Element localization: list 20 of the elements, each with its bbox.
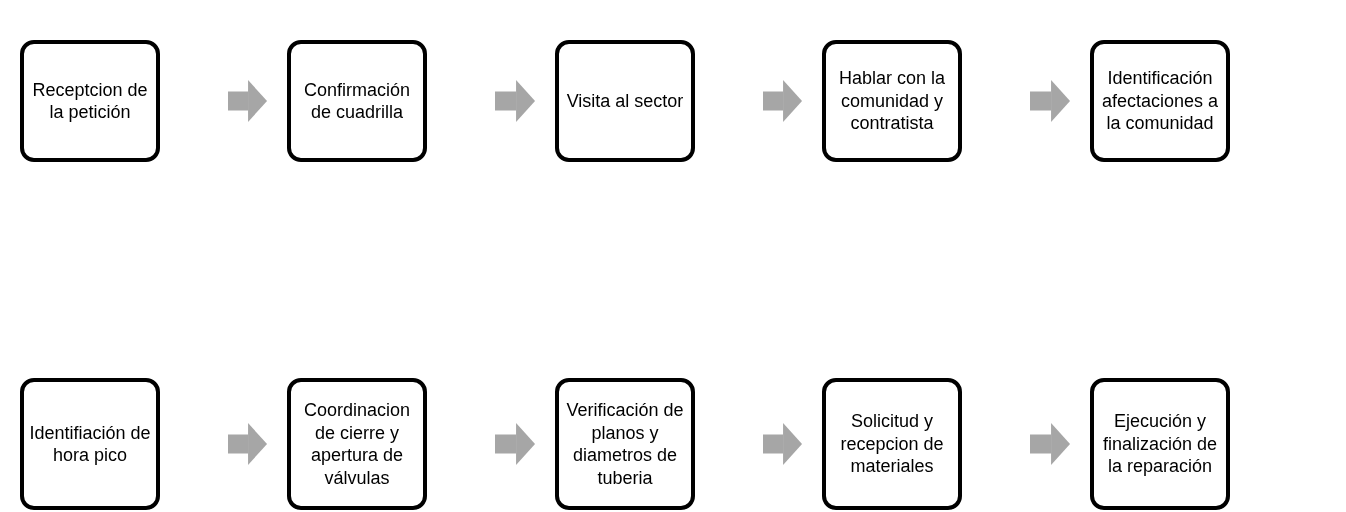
step-text: Identifiación de hora pico [28,421,152,467]
step-text: Coordinacion de cierre y apertura de válvulas [302,399,412,489]
process-box [822,378,962,510]
process-box [1090,378,1230,510]
process-box [555,378,695,510]
step-text: Identificación afectaciones a la comunidad [1100,67,1220,135]
process-box [1090,40,1230,162]
process-box [20,40,160,162]
process-box [20,378,160,510]
process-box [555,40,695,162]
step-text: Receptcion de la petición [31,78,149,124]
process-box [822,40,962,162]
step-text: Verificación de planos y diametros de tuberia [565,399,685,489]
step-text: Hablar con la comunidad y contratista [837,67,947,135]
step-text: Ejecución y finalización de la reparación [1101,410,1219,478]
step-text: Confirmación de cuadrilla [302,78,411,124]
process-box [287,40,427,162]
step-text: Visita al sector [566,89,684,113]
step-text: Solicitud y recepcion de materiales [839,410,945,478]
process-box [287,378,427,510]
